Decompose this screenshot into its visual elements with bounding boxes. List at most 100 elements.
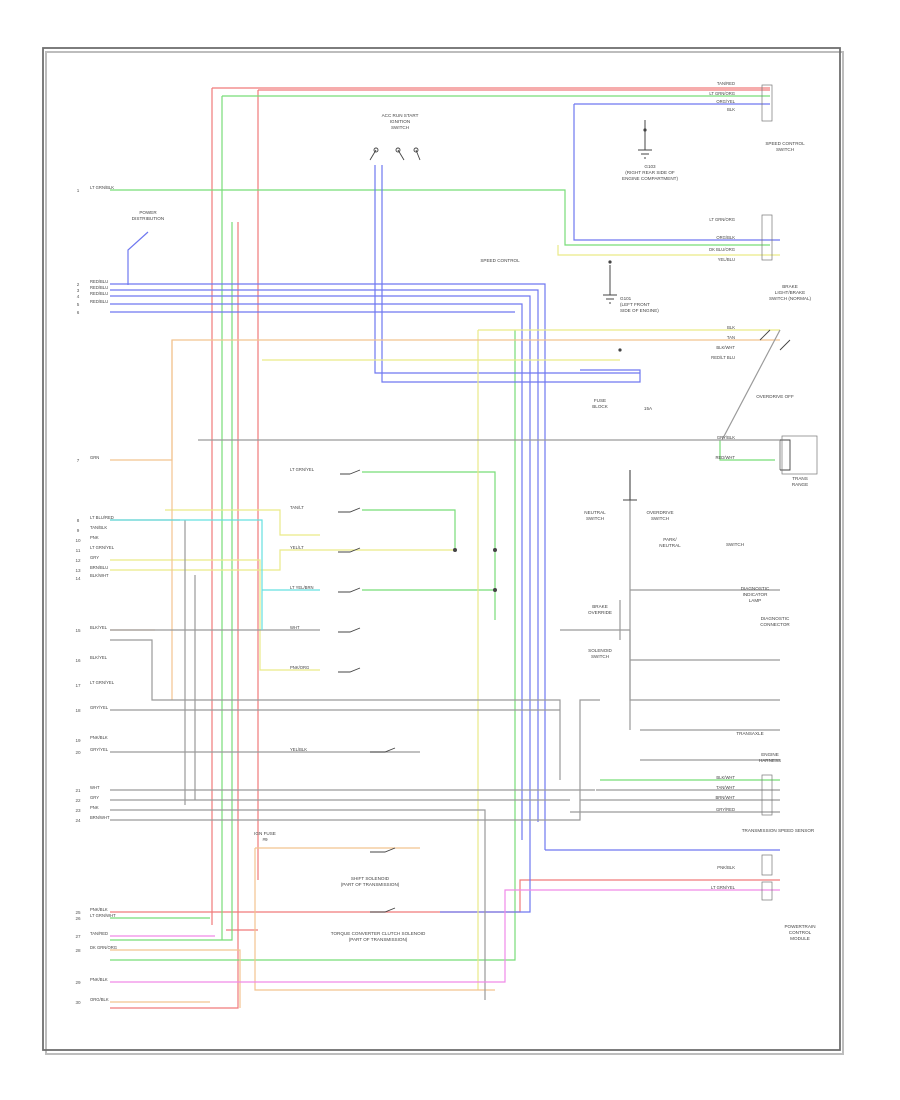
wire-label-left-20: GRY	[90, 795, 99, 800]
power-distribution-line-1: DISTRIBUTION	[132, 216, 164, 221]
splice-g101-line-2: SIDE OF ENGINE)	[620, 308, 659, 313]
brake-switch-line-0: BRAKE	[782, 284, 798, 289]
transmission-sol-line-0: TRANS	[792, 476, 808, 481]
power-distribution-line-0: POWER	[139, 210, 157, 215]
wire-label-left-12: BLK/WHT	[90, 573, 109, 578]
speed-control-line-0: SPEED CONTROL	[480, 258, 520, 263]
pin-number-12: 12	[75, 558, 81, 563]
wire-label-left-25: TAN/RED	[90, 931, 108, 936]
wire-label-left-1: RED/BLU	[90, 279, 108, 284]
wire-label-left-21: PNK	[90, 805, 99, 810]
red-wires	[110, 87, 780, 1009]
wire-label-left-17: PNK/BLK	[90, 735, 108, 740]
pin-number-7: 7	[77, 458, 80, 463]
wire-label-right-8: BLK	[727, 325, 735, 330]
yellow-wires	[110, 245, 780, 990]
pin-number-18: 18	[75, 708, 81, 713]
wire-label-right-7: YEL/BLU	[718, 257, 735, 262]
wire-label-left-18: GRY/YEL	[90, 747, 109, 752]
pin-number-24: 24	[75, 818, 81, 823]
wire-label-left-13: BLK/YEL	[90, 625, 108, 630]
wire-label-right-11: RED/LT BLU	[711, 355, 735, 360]
wire-label-right-14: BLK/WHT	[716, 775, 735, 780]
wire-label-right-15: TAN/WHT	[716, 785, 735, 790]
pin-number-2: 2	[77, 282, 80, 287]
pin-number-20: 20	[75, 750, 81, 755]
pin-number-26: 26	[75, 916, 81, 921]
pin-number-5: 5	[77, 302, 80, 307]
pcm-main-line-0: POWERTRAIN	[784, 924, 815, 929]
transmission-sol-line-1: RANGE	[792, 482, 808, 487]
wire-label-left-10: GRY	[90, 555, 99, 560]
overdrive-line-0: OVERDRIVE OFF	[756, 394, 794, 399]
pin-number-1: 1	[77, 188, 80, 193]
pin-number-8: 8	[77, 518, 80, 523]
pin-number-9: 9	[77, 528, 80, 533]
fuse-block-line-1: BLOCK	[592, 404, 609, 409]
wire-label-right-6: DK BLU/ORG	[709, 247, 735, 252]
transaxle-lbl-line-0: TRANSAXLE	[736, 731, 763, 736]
pin-number-25: 25	[75, 910, 81, 915]
lamp-lbl-line-0: DIAGNOSTIC	[741, 586, 770, 591]
wire-label-left-8: PNK	[90, 535, 99, 540]
speed-control-switch-line-1: SWITCH	[776, 147, 794, 152]
overdrive-switch-line-0: OVERDRIVE	[646, 510, 673, 515]
pin-number-27: 27	[75, 934, 81, 939]
wire-label-right-5: ORG/BLK	[716, 235, 735, 240]
wire-label-left-22: BRN/WHT	[90, 815, 110, 820]
wire-label-left-3: RED/BLU	[90, 291, 108, 296]
pin-number-4: 4	[77, 294, 80, 299]
pcm-main-line-2: MODULE	[790, 936, 810, 941]
pin-number-30: 30	[75, 1000, 81, 1005]
wire-label-sol-0: LT GRN/YEL	[290, 467, 315, 472]
solenoid-switch-line-0: SOLENOID	[588, 648, 612, 653]
pin-number-14: 14	[75, 576, 81, 581]
pin-number-11: 11	[76, 548, 81, 553]
wire-label-right-17: GRY/RED	[716, 807, 735, 812]
wire-label-right-9: TAN	[727, 335, 735, 340]
park-neutral-line-0: PARK/	[663, 537, 677, 542]
wire-label-right-3: BLK	[727, 107, 735, 112]
diag-connector-line-1: CONNECTOR	[760, 622, 790, 627]
fuse-block-line-0: FUSE	[594, 398, 606, 403]
wire-label-left-15: LT GRN/YEL	[90, 680, 115, 685]
green-wires	[110, 95, 780, 961]
wire-label-right-13: RED/WHT	[715, 455, 735, 460]
neutral-switch-line-0: NEUTRAL	[584, 510, 606, 515]
pin-numbers: 1234567891011121314151617181920212223242…	[75, 188, 81, 1005]
wire-label-right-16: BRN/WHT	[715, 795, 735, 800]
splice-g101-line-0: G101	[620, 296, 632, 301]
wire-label-left-5: GRN	[90, 455, 99, 460]
wire-label-left-4: RED/BLU	[90, 299, 108, 304]
frame-shadow	[45, 51, 844, 1055]
ground-symbol	[603, 120, 652, 501]
wire-label-left-28: ORG/BLK	[90, 997, 109, 1002]
wire-label-left-23: PNK/BLK	[90, 907, 108, 912]
wire-labels: LT GRN/BLKRED/BLURED/BLURED/BLURED/BLUGR…	[90, 81, 736, 1002]
fuse-15a-line-0: 15A	[644, 406, 653, 411]
ign-fuse-line-0: IGN FUSE	[254, 831, 276, 836]
pin-number-19: 19	[75, 738, 81, 743]
wire-label-left-11: BRN/BLU	[90, 565, 108, 570]
wire-label-right-1: LT GRN/ORG	[709, 91, 735, 96]
pin-number-16: 16	[75, 658, 81, 663]
wire-label-left-26: DK GRN/ORG	[90, 945, 117, 950]
wire-label-right-12: GRY/BLK	[717, 435, 735, 440]
wire-label-right-0: TAN/RED	[717, 81, 735, 86]
trans-speed-line-0: TRANSMISSION SPEED SENSOR	[742, 828, 815, 833]
lamp-lbl-line-1: INDICATOR	[743, 592, 769, 597]
solenoid-switch-line-1: SWITCH	[591, 654, 609, 659]
wire-label-left-16: GRY/YEL	[90, 705, 109, 710]
wire-label-left-19: WHT	[90, 785, 100, 790]
lamp-lbl-line-2: LAMP	[749, 598, 762, 603]
connector-block	[761, 84, 818, 901]
wire-label-left-9: LT GRN/YEL	[90, 545, 115, 550]
ignition-switch-line-1: IGNITION	[390, 119, 410, 124]
blue-wires	[110, 103, 780, 913]
brake-override-line-1: OVERRIDE	[588, 610, 612, 615]
switch-contacts	[338, 147, 791, 913]
wire-label-left-24: LT GRN/WHT	[90, 913, 116, 918]
park-neutral-line-1: NEUTRAL	[659, 543, 681, 548]
ign-fuse-line-1: #9	[262, 837, 268, 842]
